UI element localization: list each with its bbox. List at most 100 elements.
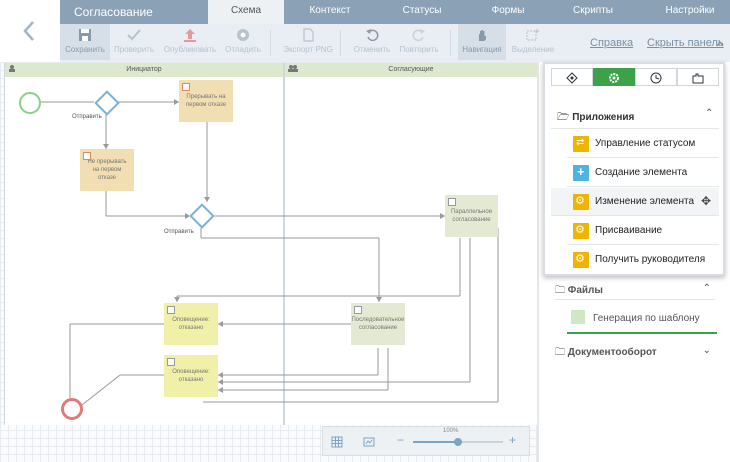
file-icon xyxy=(303,28,314,42)
zoom-bar: − 100% + xyxy=(322,426,530,456)
palette-item-modify[interactable]: ⚙ Изменение элемента ✥ xyxy=(551,188,719,216)
group-files[interactable]: 🗀 Файлы ⌃ xyxy=(555,283,715,300)
palette-tab-other[interactable] xyxy=(677,68,719,86)
task-notify-rejected[interactable]: Оповещение: отказано xyxy=(164,303,218,345)
edge-label: Отправить xyxy=(164,229,194,235)
save-label: Сохранить xyxy=(65,45,105,54)
redo-icon xyxy=(412,29,425,42)
palette-item-template-generation[interactable]: Генерация по шаблону xyxy=(567,306,717,334)
undo-label: Отменить xyxy=(353,45,391,54)
undo-button[interactable]: Отменить xyxy=(350,26,394,54)
task-interrupt-on-reject[interactable]: Прерывать на первом отказе xyxy=(179,80,233,122)
end-event[interactable] xyxy=(61,398,83,420)
template-gen-label: Генерация по шаблону xyxy=(593,313,700,324)
panel-divider xyxy=(537,62,539,462)
folder-icon: 🗀 xyxy=(555,285,565,296)
group-docflow-label: Документооборот xyxy=(567,347,657,358)
item-label: Присваивание xyxy=(595,225,663,236)
hide-panel-link[interactable]: Скрыть панель xyxy=(647,37,724,49)
document-icon xyxy=(571,310,585,324)
gear-icon: ⚙ xyxy=(573,252,589,268)
zoom-slider-fill xyxy=(413,441,458,443)
chevron-up-icon[interactable]: ⌃ xyxy=(705,108,714,119)
debug-button[interactable]: Отладить xyxy=(222,26,264,54)
back-button[interactable] xyxy=(0,0,60,62)
task-icon xyxy=(182,83,190,91)
lane-title: Согласующие xyxy=(388,66,434,73)
start-event[interactable] xyxy=(19,92,41,114)
navigation-label: Навигация xyxy=(462,45,502,54)
check-label: Проверить xyxy=(113,45,154,54)
minimap-icon[interactable] xyxy=(363,436,375,448)
group-docflow[interactable]: 🗀 Документооборот ⌄ xyxy=(555,345,715,362)
chevron-up-icon xyxy=(716,41,724,47)
task-label: Прерывать на первом отказе xyxy=(185,94,227,108)
check-icon xyxy=(127,29,141,41)
status-icon: ⇄ xyxy=(573,136,589,152)
tab-scheme[interactable]: Схема xyxy=(208,0,284,24)
check-button[interactable]: Проверить xyxy=(112,26,156,54)
zoom-in-button[interactable]: + xyxy=(509,433,517,447)
zoom-slider-handle[interactable] xyxy=(454,438,462,446)
tab-forms[interactable]: Формы xyxy=(491,5,525,16)
palette-item-get-manager[interactable]: ⚙ Получить руководителя xyxy=(567,246,719,274)
clock-icon xyxy=(650,72,662,84)
grid-icon[interactable] xyxy=(331,436,343,448)
task-sequential-approval[interactable]: Последовательное согласование xyxy=(351,303,405,345)
tab-context[interactable]: Контекст xyxy=(309,5,351,16)
redo-label: Повторить xyxy=(399,45,439,54)
plus-icon: + xyxy=(573,164,589,181)
task-icon xyxy=(448,198,456,206)
tab-scripts[interactable]: Скрипты xyxy=(573,5,613,16)
palette-tab-gateway[interactable] xyxy=(551,68,593,86)
folder-open-icon: 🗁 xyxy=(557,112,570,123)
swimlane-header: Инициатор xyxy=(5,63,283,77)
group-apps[interactable]: 🗁 Приложения xyxy=(557,110,634,127)
palette-tab-activities[interactable] xyxy=(593,68,635,86)
puzzle-icon xyxy=(692,73,704,84)
export-png-label: Экспорт PNG xyxy=(283,45,333,54)
group-apps-label: Приложения xyxy=(572,112,635,123)
swimlane-approvers: Согласующие xyxy=(284,63,538,425)
palette-item-assign[interactable]: ⚙ Присваивание xyxy=(567,217,719,245)
zoom-slider-track[interactable] xyxy=(413,438,503,446)
task-icon xyxy=(167,306,175,314)
publish-button[interactable]: Опубликовать xyxy=(160,26,220,54)
palette-tab-events[interactable] xyxy=(635,68,677,86)
tab-statuses[interactable]: Статусы xyxy=(402,5,442,16)
palette-item-create[interactable]: + Создание элемента xyxy=(567,159,719,187)
toolbar-divider xyxy=(340,30,341,56)
task-label: Оповещение: отказано xyxy=(172,369,210,383)
toolbar-divider xyxy=(450,30,451,56)
zoom-out-button[interactable]: − xyxy=(397,433,405,447)
task-notify-rejected-2[interactable]: Оповещение: отказано xyxy=(164,355,218,397)
chevron-left-icon xyxy=(23,21,34,41)
save-icon xyxy=(79,29,91,41)
item-label: Изменение элемента xyxy=(595,196,695,207)
selection-button[interactable]: Выделение xyxy=(508,26,558,54)
task-no-interrupt[interactable]: Не прерывать на первом отказе xyxy=(80,149,134,191)
task-icon xyxy=(167,358,175,366)
navigation-button[interactable]: Навигация xyxy=(458,24,506,60)
toolbar-divider xyxy=(270,30,271,56)
selection-label: Выделение xyxy=(511,45,555,54)
gear-icon: ⚙ xyxy=(573,194,589,210)
task-icon xyxy=(83,152,91,160)
task-parallel-approval[interactable]: Параллельное согласование xyxy=(445,195,498,237)
top-bar xyxy=(0,0,730,24)
item-label: Управление статусом xyxy=(595,138,696,149)
selection-icon xyxy=(526,29,539,41)
group-files-label: Файлы xyxy=(567,285,603,296)
save-button[interactable]: Сохранить xyxy=(60,24,110,60)
toolbar: Сохранить Проверить Опубликовать Отладит… xyxy=(60,24,730,62)
debug-label: Отладить xyxy=(225,45,261,54)
palette-item-status[interactable]: ⇄ Управление статусом xyxy=(567,130,719,158)
export-png-button[interactable]: Экспорт PNG xyxy=(282,26,334,54)
item-label: Получить руководителя xyxy=(595,254,706,265)
redo-button[interactable]: Повторить xyxy=(396,26,442,54)
tab-settings[interactable]: Настройки xyxy=(665,5,715,16)
undo-icon xyxy=(366,29,379,42)
element-palette-popup: 🗁 Приложения ⌃ ⇄ Управление статусом + С… xyxy=(543,62,725,276)
help-link[interactable]: Справка xyxy=(590,37,634,49)
task-label: Не прерывать на первом отказе xyxy=(87,159,127,181)
